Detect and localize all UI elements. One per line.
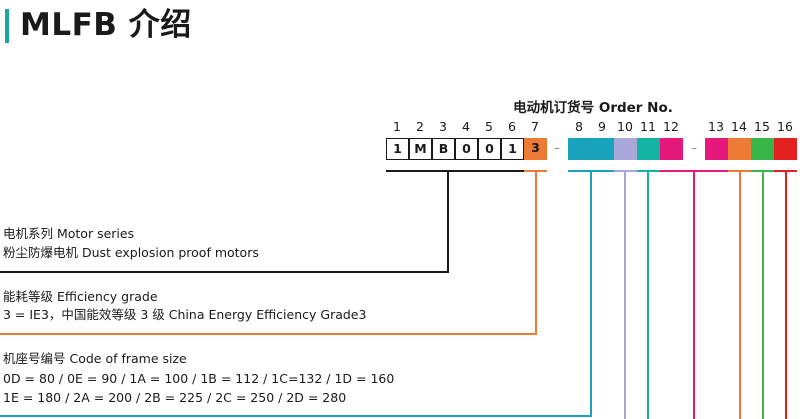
order-cell [614, 138, 637, 160]
position-number: 5 [485, 119, 493, 134]
position-number: 9 [598, 119, 606, 134]
position-number: 1 [393, 119, 401, 134]
position-number: 12 [663, 119, 679, 134]
motor-series-label: 电机系列 Motor series [3, 226, 135, 241]
order-cell: B [432, 138, 455, 160]
order-cell [728, 138, 751, 160]
position-number: 14 [731, 119, 747, 134]
efficiency-grade-label: 能耗等级 Efficiency grade [3, 289, 158, 304]
order-cell [774, 138, 797, 160]
position-number: 2 [416, 119, 424, 134]
position-number: 3 [439, 119, 447, 134]
separator-dash: – [691, 141, 697, 155]
title-accent-bar [5, 9, 9, 43]
page-title: MLFB 介绍 [20, 7, 192, 43]
order-number-title: 电动机订货号 Order No. [513, 100, 673, 116]
order-cell [568, 138, 591, 160]
order-cell [660, 138, 683, 160]
position-number: 10 [617, 119, 633, 134]
motor-series-connector [0, 171, 449, 273]
order-cell [637, 138, 660, 160]
efficiency-grade-description: 3 = IE3，中国能效等级 3 级 China Energy Efficien… [3, 307, 367, 322]
position-number: 15 [754, 119, 770, 134]
efficiency-connector [0, 171, 537, 335]
separator-dash: – [554, 141, 560, 155]
order-cell: M [409, 138, 432, 160]
order-cell: 0 [478, 138, 501, 160]
frame-size-codes-line-2: 1E = 180 / 2A = 200 / 2B = 225 / 2C = 25… [3, 390, 347, 405]
position-number: 11 [640, 119, 656, 134]
frame-size-codes-line-1: 0D = 80 / 0E = 90 / 1A = 100 / 1B = 112 … [3, 371, 395, 386]
motor-series-description: 粉尘防爆电机 Dust explosion proof motors [3, 245, 259, 260]
position-number: 6 [508, 119, 516, 134]
position-number: 8 [575, 119, 583, 134]
order-cell: 3 [524, 138, 547, 160]
frame-size-connector [0, 171, 592, 417]
position-number: 7 [531, 119, 539, 134]
position-number: 4 [462, 119, 470, 134]
order-cell: 1 [386, 138, 409, 160]
order-cell [705, 138, 728, 160]
order-cell [591, 138, 614, 160]
order-cell: 0 [455, 138, 478, 160]
position-number: 16 [777, 119, 793, 134]
position-number: 13 [708, 119, 724, 134]
frame-size-label: 机座号编号 Code of frame size [3, 351, 187, 366]
order-cell [751, 138, 774, 160]
order-cell: 1 [501, 138, 524, 160]
